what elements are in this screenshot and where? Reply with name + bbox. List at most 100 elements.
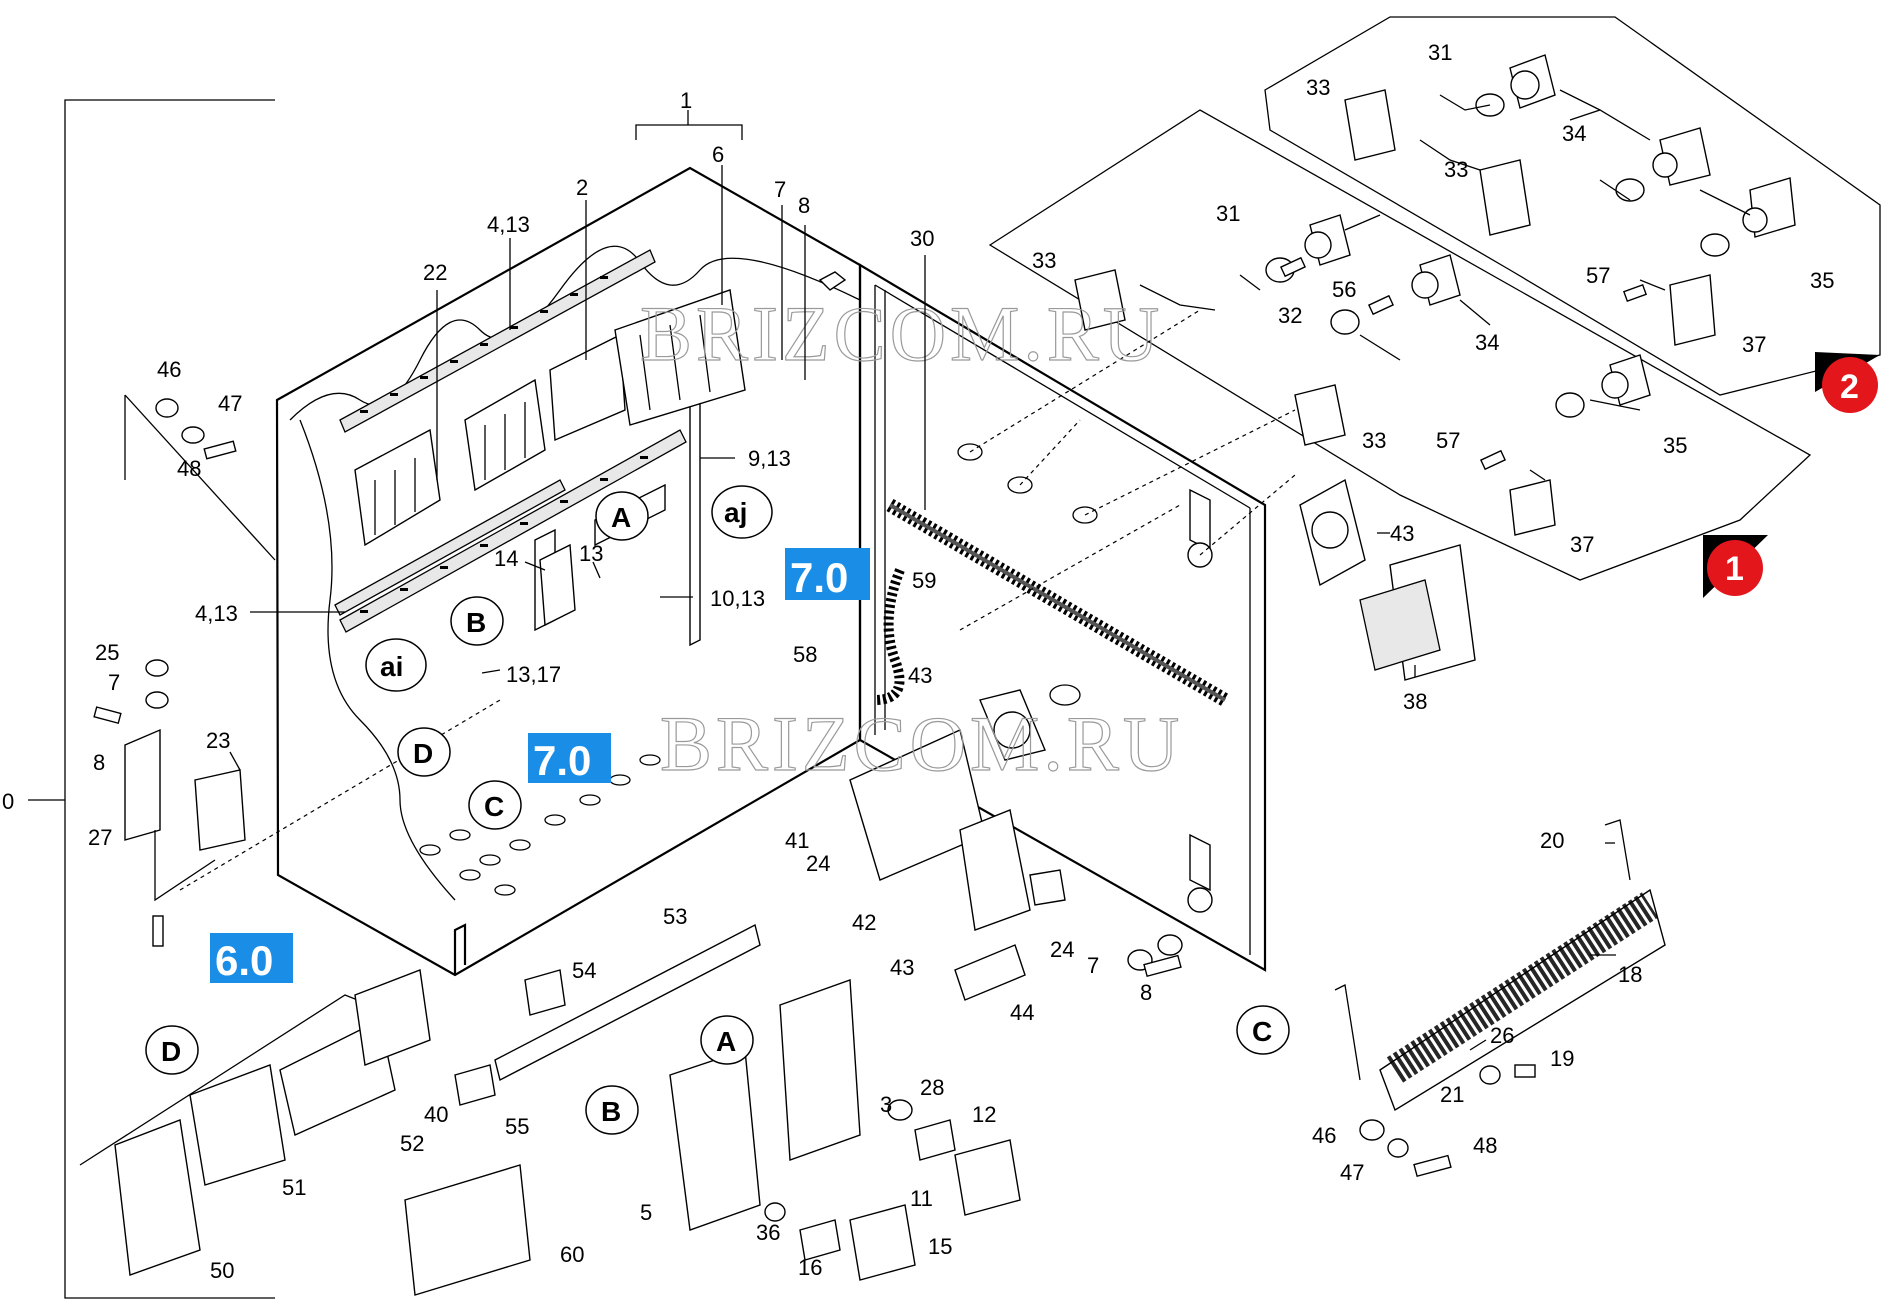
circle-label-c-top: C xyxy=(468,780,522,830)
assembly-bracket xyxy=(28,99,275,1299)
callout-8b: 8 xyxy=(93,750,105,775)
callout-numbers: 0 1 2 3 4,13 4,13 5 6 7 7 7 8 8 8 9,13 1… xyxy=(2,40,1834,1283)
callout-8c: 8 xyxy=(1140,980,1152,1005)
callout-5: 5 xyxy=(640,1200,652,1225)
svg-text:B: B xyxy=(466,607,486,638)
svg-text:D: D xyxy=(161,1036,181,1067)
svg-text:D: D xyxy=(413,738,433,769)
callout-40: 40 xyxy=(424,1102,448,1127)
callout-60: 60 xyxy=(560,1242,584,1267)
callout-7c: 7 xyxy=(1087,953,1099,978)
callout-38: 38 xyxy=(1403,689,1427,714)
callout-43b: 43 xyxy=(908,663,932,688)
callout-47b: 47 xyxy=(1340,1160,1364,1185)
callout-2: 2 xyxy=(576,175,588,200)
circle-label-b-bottom: B xyxy=(585,1085,639,1135)
callout-46b: 46 xyxy=(1312,1123,1336,1148)
svg-text:aj: aj xyxy=(724,497,747,528)
callout-9-13: 9,13 xyxy=(748,446,791,471)
callout-28: 28 xyxy=(920,1075,944,1100)
callout-33d: 33 xyxy=(1362,428,1386,453)
callout-25: 25 xyxy=(95,640,119,665)
callout-24a: 24 xyxy=(806,851,830,876)
part-43-flange xyxy=(1299,478,1366,587)
main-switch-assembly xyxy=(849,689,1066,1001)
electrical-enclosure xyxy=(275,166,862,977)
callout-50: 50 xyxy=(210,1258,234,1283)
cable-spring-30 xyxy=(886,498,1229,707)
callout-42: 42 xyxy=(852,910,876,935)
callout-13: 13 xyxy=(579,541,603,566)
section-marker-2[interactable]: 2 xyxy=(1815,352,1880,413)
watermark-top: BRIZCOM.RU xyxy=(640,290,1163,377)
callout-24b: 24 xyxy=(1050,937,1074,962)
left-side-parts xyxy=(93,394,276,947)
callout-57b: 57 xyxy=(1436,428,1460,453)
bottom-center-parts xyxy=(494,923,1536,1281)
callout-21: 21 xyxy=(1440,1082,1464,1107)
callout-11: 11 xyxy=(910,1186,933,1211)
callout-7b: 7 xyxy=(108,670,120,695)
part-38-cover xyxy=(1359,544,1476,681)
svg-text:ai: ai xyxy=(380,651,403,682)
callout-57a: 57 xyxy=(1586,263,1610,288)
callout-37b: 37 xyxy=(1570,532,1594,557)
callout-26: 26 xyxy=(1490,1023,1514,1048)
section-marker-1[interactable]: 1 xyxy=(1703,535,1768,598)
terminal-strip-18 xyxy=(1334,819,1666,1112)
callout-35b: 35 xyxy=(1663,433,1687,458)
callout-33c: 33 xyxy=(1032,248,1056,273)
callout-16: 16 xyxy=(798,1255,822,1280)
svg-text:1: 1 xyxy=(1725,550,1744,588)
callout-3: 3 xyxy=(880,1092,892,1117)
callout-53: 53 xyxy=(663,904,687,929)
callout-4-13a: 4,13 xyxy=(487,212,530,237)
reference-box-ai[interactable]: 7.0 xyxy=(528,733,611,784)
callout-32: 32 xyxy=(1278,303,1302,328)
svg-text:B: B xyxy=(601,1096,621,1127)
svg-text:A: A xyxy=(716,1026,736,1057)
callout-47a: 47 xyxy=(218,391,242,416)
callout-23: 23 xyxy=(206,728,230,753)
callout-48b: 48 xyxy=(1473,1133,1497,1158)
circle-label-d-bottom: D xyxy=(145,1025,199,1075)
callout-56: 56 xyxy=(1332,277,1356,302)
callout-14: 14 xyxy=(494,546,518,571)
svg-text:7.0: 7.0 xyxy=(533,737,591,784)
callout-13-17: 13,17 xyxy=(506,662,561,687)
callout-43c: 43 xyxy=(890,955,914,980)
callout-44: 44 xyxy=(1010,1000,1034,1025)
svg-text:6.0: 6.0 xyxy=(215,937,273,984)
callout-19: 19 xyxy=(1550,1046,1574,1071)
callout-55: 55 xyxy=(505,1114,529,1139)
callout-1: 1 xyxy=(680,88,692,113)
callout-31a: 31 xyxy=(1428,40,1452,65)
callout-34a: 34 xyxy=(1562,121,1586,146)
callout-18: 18 xyxy=(1618,962,1642,987)
circle-label-a-bottom: A xyxy=(700,1015,754,1065)
reference-box-aj[interactable]: 7.0 xyxy=(785,548,870,601)
callout-52: 52 xyxy=(400,1131,424,1156)
callout-43a: 43 xyxy=(1390,521,1414,546)
callout-6: 6 xyxy=(712,142,724,167)
svg-text:C: C xyxy=(484,791,504,822)
callout-4-13b: 4,13 xyxy=(195,601,238,626)
watermark-bottom: BRIZCOM.RU xyxy=(660,700,1183,787)
detail-group-2 xyxy=(1264,16,1881,396)
circle-label-ai: ai xyxy=(365,638,427,692)
circle-label-aj: aj xyxy=(711,485,773,539)
svg-text:C: C xyxy=(1252,1016,1272,1047)
callout-35a: 35 xyxy=(1810,268,1834,293)
callout-51: 51 xyxy=(282,1175,306,1200)
callout-22: 22 xyxy=(423,260,447,285)
callout-54: 54 xyxy=(572,958,596,983)
callout-30: 30 xyxy=(910,226,934,251)
reference-box-left[interactable]: 6.0 xyxy=(210,933,293,984)
callout-7a: 7 xyxy=(774,177,786,202)
flex-conduit-58 xyxy=(874,568,905,705)
callout-27: 27 xyxy=(88,825,112,850)
callout-0: 0 xyxy=(2,789,14,814)
svg-text:A: A xyxy=(611,502,631,533)
callout-10-13: 10,13 xyxy=(710,586,765,611)
